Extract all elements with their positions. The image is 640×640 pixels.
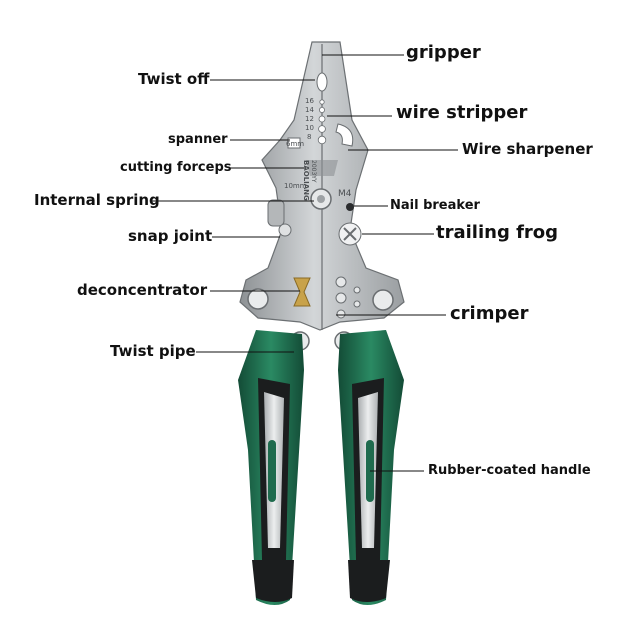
right-handle [338, 330, 404, 605]
engraving-10mm: 10mm [284, 182, 307, 190]
label-wire-sharpener: Wire sharpener [462, 140, 593, 158]
gauge-10: 10 [305, 124, 314, 132]
wire-sharpener-notch [335, 123, 354, 147]
gauge-8: 8 [307, 133, 311, 141]
label-wire-stripper: wire stripper [396, 102, 528, 123]
engraving-6mm: 6mm [286, 140, 304, 148]
left-handle [238, 330, 304, 605]
label-spanner: spanner [168, 132, 228, 147]
label-deconcentrator: deconcentrator [77, 281, 208, 299]
gauge-16: 16 [305, 97, 314, 105]
nail-breaker-hole [346, 203, 354, 211]
engraving-brand: BAOLIANG [302, 160, 310, 201]
gauge-12: 12 [305, 115, 314, 123]
label-nail-breaker: Nail breaker [390, 198, 480, 213]
label-internal-spring: Internal spring [34, 191, 160, 209]
label-snap-joint: snap joint [128, 227, 213, 245]
label-twist-pipe: Twist pipe [110, 342, 196, 360]
label-crimper: crimper [450, 303, 529, 324]
label-trailing-frog: trailing frog [436, 222, 559, 243]
label-gripper: gripper [406, 42, 481, 63]
snap-joint [267, 199, 285, 227]
gauge-14: 14 [305, 106, 314, 114]
pliers-head: 16 14 12 10 8 6mm 10mm M4 BAOLIANG 2003Y… [239, 41, 405, 351]
leader-lines [152, 54, 458, 472]
crimper-holes [335, 276, 361, 319]
twist-off-hole [316, 72, 328, 92]
engraving-m4: M4 [338, 189, 352, 199]
spanner-notch [287, 137, 301, 149]
deconcentrator-insert [293, 277, 311, 307]
label-rubber-coated-handle: Rubber-coated handle [428, 463, 591, 478]
engraving-year: 2003YY [310, 160, 317, 183]
label-twist-off: Twist off [138, 70, 210, 88]
stripper-notches [317, 99, 327, 145]
label-cutting-forceps: cutting forceps [120, 160, 232, 175]
